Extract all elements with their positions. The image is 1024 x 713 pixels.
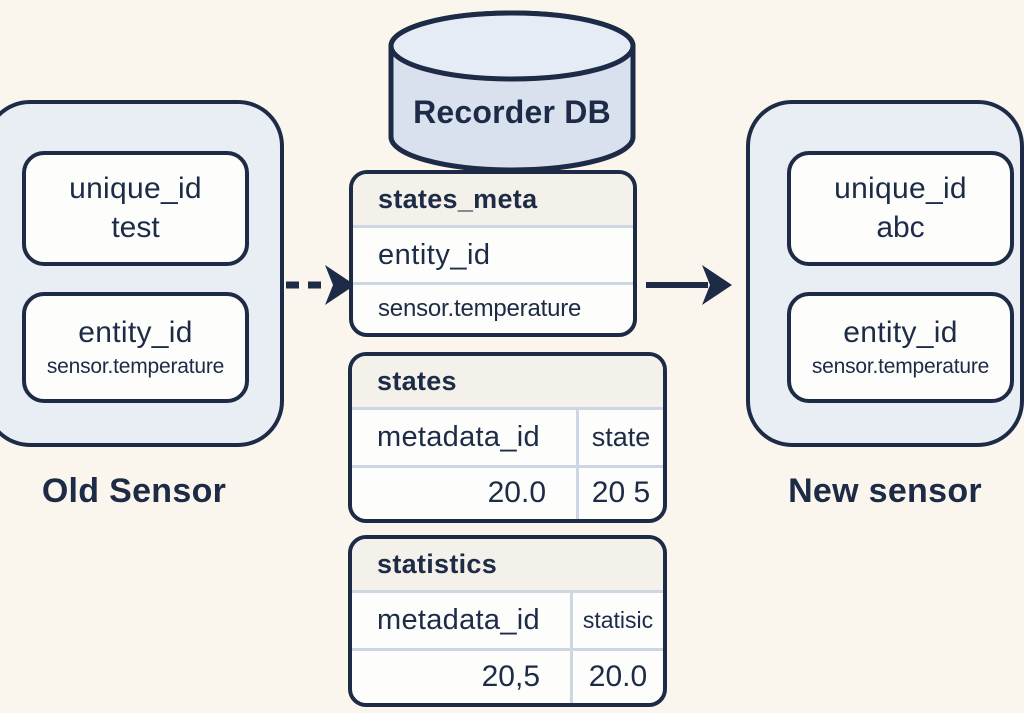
new-entity-id-box: entity_id sensor.temperature [787,292,1014,403]
states-col-metadata-id: metadata_id [377,420,540,453]
recorder-db-label: Recorder DB [413,94,611,130]
new-unique-id-value: abc [876,211,925,244]
new-entity-id-value: sensor.temperature [811,355,990,378]
new-unique-id-label: unique_id [834,172,967,205]
states-table: states metadata_id state 20.0 20 5 [348,352,667,523]
dashed-arrow-icon [286,265,355,305]
new-sensor-caption: New sensor [788,472,982,510]
solid-arrow-icon [646,265,732,305]
old-entity-id-label: entity_id [78,316,193,349]
states-meta-row-entity-id: entity_id [353,228,633,285]
old-entity-id-box: entity_id sensor.temperature [22,292,249,403]
statistics-value-statisic: 20.0 [570,648,663,703]
states-col-state: state [576,410,663,465]
old-unique-id-label: unique_id [69,172,202,205]
new-unique-id-box: unique_id abc [787,151,1014,266]
old-unique-id-value: test [111,211,160,244]
states-grid: metadata_id state 20.0 20 5 [352,410,663,519]
states-value-state: 20 5 [576,464,663,519]
statistics-col-statisic: statisic [570,593,663,648]
old-sensor-box: unique_id test entity_id sensor.temperat… [0,100,284,447]
states-meta-title: states_meta [353,174,633,228]
statistics-grid: metadata_id statisic 20,5 20.0 [352,593,663,703]
statistics-title: statistics [352,539,663,593]
old-entity-id-value: sensor.temperature [46,355,225,378]
old-sensor-caption: Old Sensor [41,472,227,510]
states-meta-table: states_meta entity_id sensor.temperature [349,170,637,337]
statistics-col-metadata-id: metadata_id [377,604,540,636]
statistics-table: statistics metadata_id statisic 20,5 20.… [348,535,667,707]
states-title: states [352,356,663,410]
new-sensor-box: unique_id abc entity_id sensor.temperatu… [746,100,1024,447]
statistics-value-metadata-id: 20,5 [352,648,570,703]
old-unique-id-box: unique_id test [22,151,249,266]
database-icon [388,10,636,173]
states-meta-row-value: sensor.temperature [378,295,582,322]
new-entity-id-label: entity_id [843,316,958,349]
states-value-metadata-id: 20.0 [352,464,576,520]
